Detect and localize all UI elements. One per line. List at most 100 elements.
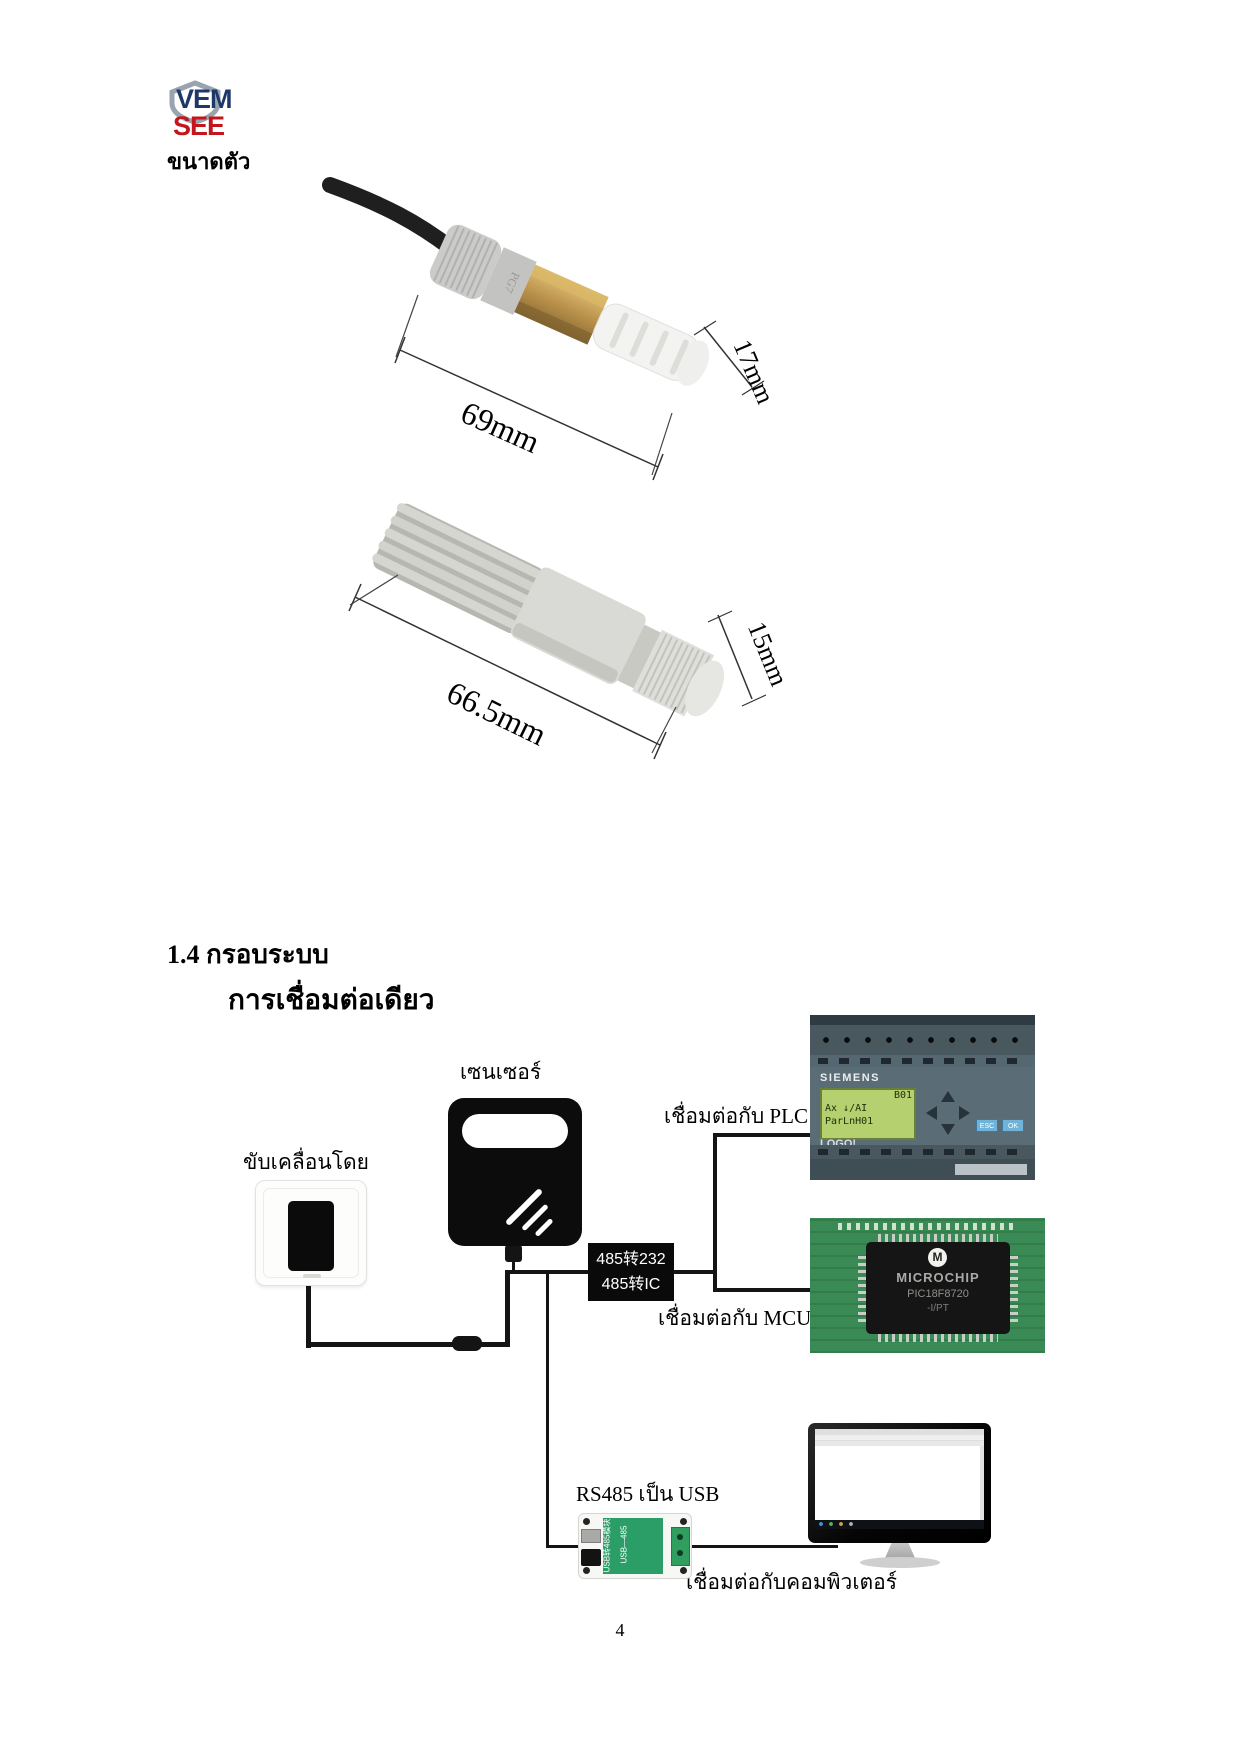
taskbar bbox=[815, 1520, 984, 1529]
dim-label-diameter: 17mm bbox=[727, 335, 780, 408]
plc-rating-label bbox=[955, 1164, 1027, 1175]
plc-vent-slots bbox=[810, 1055, 1035, 1067]
mcu-brand: MICROCHIP bbox=[896, 1270, 980, 1285]
screw-icon bbox=[680, 1518, 687, 1525]
probe1-gland-ridges bbox=[433, 225, 498, 299]
dim-tick bbox=[652, 453, 664, 481]
dim-tick bbox=[394, 336, 406, 364]
plc-bottom-row bbox=[810, 1159, 1035, 1180]
probe2-body-shade bbox=[512, 623, 618, 683]
dim-tick bbox=[707, 610, 733, 623]
wire-power-vertical bbox=[306, 1262, 311, 1348]
pcb-solder-pads bbox=[838, 1223, 1018, 1230]
converter-line2: 485转IC bbox=[601, 1276, 661, 1293]
probe2-fin bbox=[396, 503, 541, 578]
probe2-fin bbox=[384, 528, 532, 605]
probe2-gland-end bbox=[685, 660, 725, 717]
terminal-block bbox=[671, 1527, 690, 1566]
logo-word-top: VEM bbox=[176, 84, 233, 114]
size-heading: ขนาดตัว bbox=[167, 149, 251, 174]
window-scrollbar bbox=[980, 1446, 984, 1520]
arrow-right-icon bbox=[959, 1106, 970, 1120]
microchip-logo-icon: M bbox=[928, 1248, 947, 1267]
dim-extension bbox=[395, 294, 419, 358]
power-label: ขับเคลื่อนโดย bbox=[243, 1150, 369, 1174]
probe1-cap-end bbox=[676, 340, 710, 386]
probe1-brass-facet-bottom bbox=[514, 301, 593, 345]
sensor-label: เซนเซอร์ bbox=[460, 1060, 542, 1084]
sensor-plug bbox=[505, 1245, 522, 1262]
dim-tick bbox=[693, 320, 717, 336]
dim-line-length bbox=[354, 596, 661, 746]
plc-lcd-screen: B01 Ax ↓/AI ParLnH01 bbox=[820, 1088, 916, 1140]
dim-tick bbox=[653, 731, 667, 760]
probe2-neck bbox=[617, 624, 663, 690]
plc-keypad bbox=[926, 1089, 970, 1137]
plc-esc-button: ESC bbox=[976, 1119, 998, 1132]
probe1-brass-facet-top bbox=[530, 264, 609, 309]
screw-icon bbox=[583, 1567, 590, 1574]
power-socket bbox=[255, 1180, 367, 1286]
probe-photo-finned: 66.5mm 15mm bbox=[348, 503, 794, 760]
dim-label-length: 69mm bbox=[456, 394, 545, 460]
plc-brand: SIEMENS bbox=[820, 1072, 881, 1084]
dim-tick bbox=[741, 694, 767, 707]
monitor-stand-neck bbox=[885, 1543, 915, 1558]
wire-to-plc bbox=[713, 1133, 825, 1137]
chip-pins-top bbox=[878, 1234, 998, 1242]
wire-power-horizontal bbox=[306, 1342, 510, 1347]
wire-to-usb-module bbox=[546, 1545, 582, 1548]
screw-icon bbox=[680, 1567, 687, 1574]
usb-module-pcb bbox=[603, 1518, 663, 1574]
window-menubar bbox=[815, 1435, 984, 1441]
wire-sensor-drop bbox=[512, 1258, 515, 1274]
screw-icon bbox=[583, 1518, 590, 1525]
chip-pins-left bbox=[858, 1254, 866, 1322]
probe2-fin bbox=[378, 540, 524, 617]
monitor-screen bbox=[815, 1429, 984, 1529]
logo-word-bottom: SEE bbox=[173, 111, 225, 141]
dim-label-diameter: 15mm bbox=[742, 618, 794, 690]
subsection-heading: การเชื่อมต่อเดียว bbox=[228, 985, 435, 1016]
computer-label: เชื่อมต่อกับคอมพิวเตอร์ bbox=[686, 1570, 898, 1594]
plc-terminal-dots bbox=[818, 1034, 1026, 1046]
plc-screen-line1: Ax ↓/AI bbox=[825, 1103, 868, 1114]
vemsee-logo: VEM SEE bbox=[166, 80, 256, 150]
usb-module-text1: USB转485模块 bbox=[602, 1518, 612, 1573]
logo-shield-icon bbox=[169, 80, 221, 125]
computer bbox=[808, 1423, 993, 1568]
probe1-cap-groove bbox=[649, 330, 669, 366]
plc-terminal-row bbox=[810, 1025, 1035, 1055]
mcu-part-number: PIC18F8720 bbox=[907, 1288, 969, 1300]
plc-vent-slots-bottom bbox=[810, 1145, 1035, 1159]
wire-to-computer bbox=[690, 1545, 838, 1548]
dim-tick bbox=[348, 583, 362, 612]
probe2-fin bbox=[372, 553, 516, 629]
probe1-cable bbox=[322, 177, 460, 257]
probe1-gland-collar bbox=[480, 247, 537, 315]
dc-jack bbox=[581, 1549, 601, 1566]
mcu-board: M MICROCHIP PIC18F8720 -I/PT bbox=[810, 1218, 1045, 1353]
usb-converter-label: RS485 เป็น USB bbox=[576, 1482, 720, 1506]
sensor-vent-stripe bbox=[504, 1187, 544, 1227]
wire-to-mcu bbox=[713, 1288, 810, 1292]
arrow-down-icon bbox=[941, 1124, 955, 1135]
converter-box: 485转232 485转IC bbox=[588, 1243, 674, 1301]
dim-extension bbox=[651, 412, 673, 476]
arrow-left-icon bbox=[926, 1106, 937, 1120]
usb-module-text2: USB—485 bbox=[619, 1525, 629, 1564]
plc-top-edge bbox=[810, 1015, 1035, 1025]
chip-pins-right bbox=[1010, 1254, 1018, 1322]
sensor-display-slot bbox=[462, 1114, 568, 1148]
probe1-body-group: PG7 bbox=[429, 224, 710, 386]
window-toolbar bbox=[815, 1441, 984, 1446]
sensor-icon bbox=[448, 1098, 582, 1246]
plc-screen-line2: ParLnH01 bbox=[825, 1116, 874, 1127]
mcu-chip: M MICROCHIP PIC18F8720 -I/PT bbox=[866, 1242, 1010, 1334]
plc-label: เชื่อมต่อกับ PLC bbox=[664, 1104, 808, 1128]
chip-pins-bottom bbox=[878, 1334, 998, 1342]
dim-line-diameter bbox=[703, 326, 753, 388]
window-titlebar bbox=[815, 1429, 984, 1435]
dim-extension bbox=[349, 574, 399, 606]
